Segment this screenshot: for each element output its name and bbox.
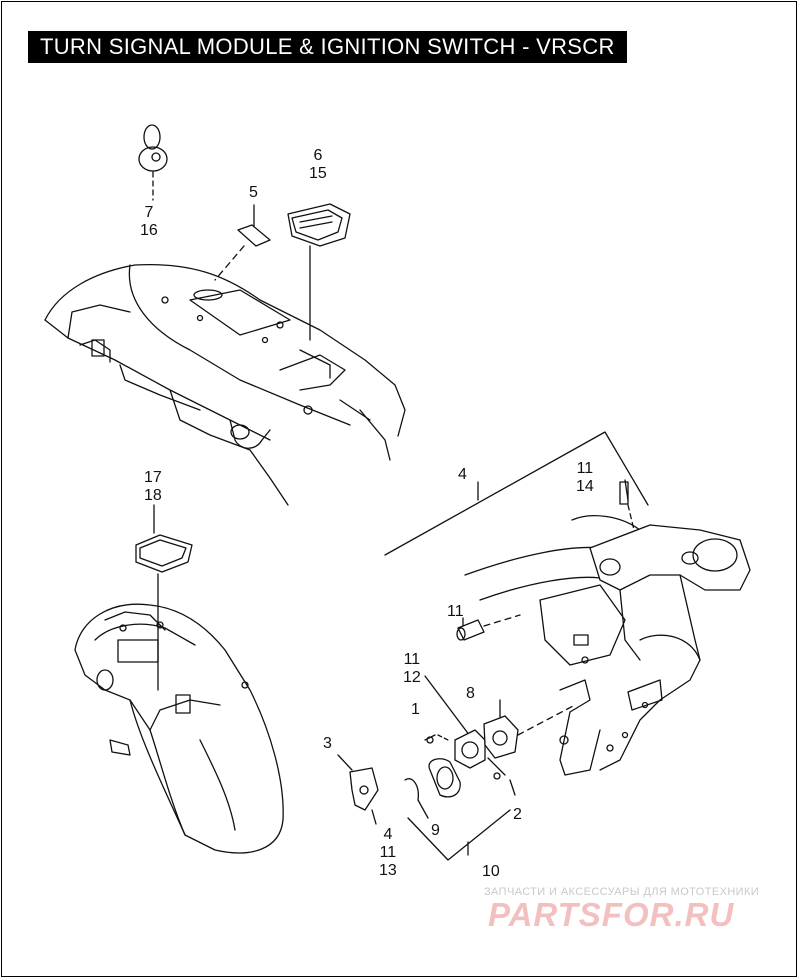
- ignition-switch-assembly: [337, 675, 576, 861]
- watermark-logo: PARTSFOR.RU: [488, 896, 735, 933]
- callout-9: 9: [431, 822, 440, 839]
- callout-8: 8: [466, 685, 475, 702]
- callout-11-spacer: 11: [447, 603, 464, 620]
- callout-10: 10: [482, 863, 500, 880]
- handlebar-clamp-assembly: [464, 479, 751, 776]
- callout-3: 3: [323, 735, 332, 752]
- module-box-part: [135, 504, 193, 691]
- seat-subframe-assembly: [44, 263, 406, 506]
- key-tag-part: [138, 124, 168, 201]
- callout-1: 1: [411, 701, 420, 718]
- spacer-part: [456, 614, 521, 641]
- turn-signal-module-part: [287, 203, 351, 341]
- label-part: [214, 204, 271, 281]
- watermark-caption: ЗАПЧАСТИ И АКСЕССУАРЫ ДЛЯ МОТОТЕХНИКИ: [484, 886, 760, 898]
- group-bracket-4: [384, 431, 649, 556]
- callout-5: 5: [249, 184, 258, 201]
- page-title: TURN SIGNAL MODULE & IGNITION SWITCH - V…: [28, 31, 627, 63]
- callout-2: 2: [513, 806, 522, 823]
- rear-fender-assembly: [74, 603, 284, 854]
- callout-4-group: 4: [458, 466, 467, 483]
